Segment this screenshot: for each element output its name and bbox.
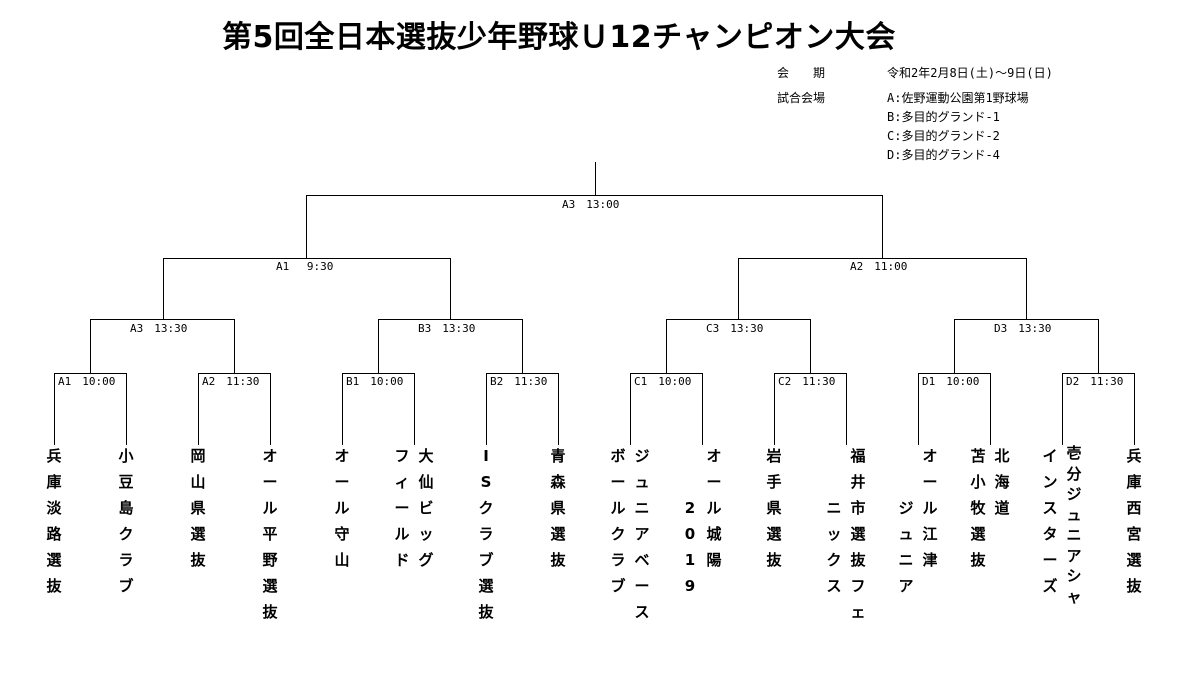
venue-d: D:多目的グランド-4 (887, 148, 1000, 162)
bracket-line-r1-2 (198, 373, 271, 445)
match-label-final: A3 13:00 (562, 198, 619, 211)
team-name-column: 北海道 (994, 447, 1010, 517)
team-name-column: 福井市選抜フェ (850, 447, 866, 621)
match-label-qf4: D3 13:30 (994, 322, 1051, 335)
match-label-r1: B2 11:30 (490, 375, 547, 388)
team-name-column: 兵庫淡路選抜 (46, 447, 62, 595)
team-name-column: 小豆島クラブ (118, 447, 134, 595)
match-label-qf1: A3 13:30 (130, 322, 187, 335)
team-name-column: オール平野選抜 (262, 447, 278, 621)
team-name-column: 大仙ビッグ (418, 447, 434, 569)
venue-c: C:多目的グランド-2 (887, 129, 1000, 143)
venue-a: A:佐野運動公園第1野球場 (887, 91, 1029, 105)
match-label-r1: D1 10:00 (922, 375, 979, 388)
bracket-line-r1-5 (630, 373, 703, 445)
bracket-line-qf4 (954, 319, 1099, 373)
team-name-column: 岩手県選抜 (766, 447, 782, 569)
bracket-line-semi-left (163, 258, 451, 320)
match-label-r1: C1 10:00 (634, 375, 691, 388)
team-name-column: フィールド (394, 447, 410, 569)
team-name-column: 苫小牧選抜 (970, 447, 986, 569)
team-name-column: 青森県選抜 (550, 447, 566, 569)
match-label-r1: D2 11:30 (1066, 375, 1123, 388)
bracket-line-qf2 (378, 319, 523, 373)
match-label-r1: A2 11:30 (202, 375, 259, 388)
team-name-column: 岡山県選抜 (190, 447, 206, 569)
bracket-line-semi-right (738, 258, 1027, 320)
match-label-r1: B1 10:00 (346, 375, 403, 388)
venue-b: B:多目的グランド-1 (887, 110, 1000, 124)
bracket-line-r1-4 (486, 373, 559, 445)
team-name-column: インスターズ (1042, 447, 1058, 595)
team-name-column: ボールクラブ (610, 447, 626, 595)
bracket-line-qf3 (666, 319, 811, 373)
match-label-r1: A1 10:00 (58, 375, 115, 388)
venue-label: 試合会場 (777, 91, 826, 105)
match-label-qf2: B3 13:30 (418, 322, 475, 335)
match-label-r1: C2 11:30 (778, 375, 835, 388)
team-name-column: ジュニア (898, 499, 914, 595)
period-label: 会 期 (777, 66, 826, 80)
bracket-line-r1-1 (54, 373, 127, 445)
team-name-column: ジュニアベース (634, 447, 650, 621)
period-value: 令和2年2月8日(土)～9日(日) (887, 66, 1053, 80)
bracket-line-r1-7 (918, 373, 991, 445)
bracket-line-r1-3 (342, 373, 415, 445)
team-name-column: 壱分ジュニアシャ (1066, 444, 1082, 606)
bracket-line-qf1 (90, 319, 235, 373)
team-name-column: オール城陽 (706, 447, 722, 569)
team-name-column: オール江津 (922, 447, 938, 569)
team-name-column: 兵庫西宮選抜 (1126, 447, 1142, 595)
bracket-line-final (306, 162, 883, 258)
team-name-column: オール守山 (334, 447, 350, 569)
page-title: 第5回全日本選抜少年野球Ｕ12チャンピオン大会 (222, 20, 896, 55)
match-label-semi-right: A2 11:00 (850, 260, 907, 273)
match-label-qf3: C3 13:30 (706, 322, 763, 335)
bracket-line-r1-6 (774, 373, 847, 445)
bracket-line-r1-8 (1062, 373, 1135, 445)
match-label-semi-left: A1 9:30 (276, 260, 333, 273)
team-name-column: ニックス (826, 499, 842, 595)
